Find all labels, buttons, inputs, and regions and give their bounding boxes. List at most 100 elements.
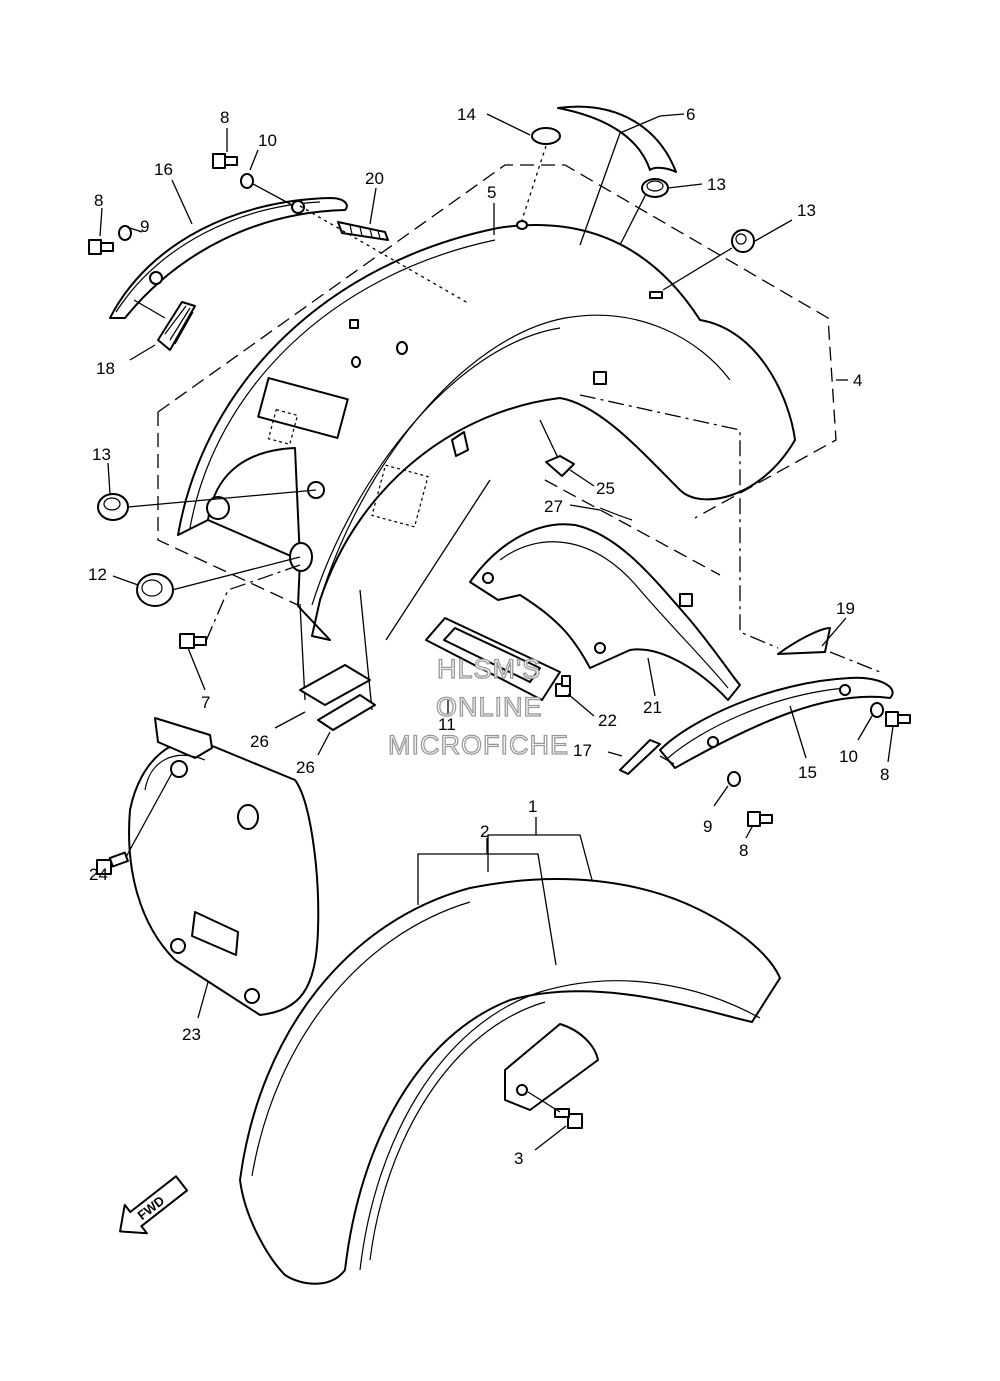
callout-10b: 10 [839,747,858,766]
leader-3 [534,1125,567,1151]
leader-8b [99,207,103,237]
bolt-part-8d[interactable] [747,811,773,827]
leader-26a [274,711,306,729]
callout-24: 24 [89,865,108,884]
grommet-part-13a[interactable] [641,178,669,198]
leader-26b [317,731,331,756]
grommet-part-13c[interactable] [97,493,129,521]
leader-9a [129,227,143,233]
callout-4: 4 [853,371,862,390]
callout-23: 23 [182,1025,201,1044]
callout-21: 21 [643,698,662,717]
bolt-part-8c[interactable] [885,711,911,727]
leader-19 [821,617,847,647]
leader-20 [369,187,377,225]
leader-13c [107,462,111,495]
fwd-direction-arrow: FWD [119,1175,189,1235]
side-rail-part-16[interactable] [109,197,348,319]
bolt-part-8a[interactable] [212,153,238,169]
leader-8c [887,725,894,763]
bolt-part-3[interactable] [554,1108,583,1129]
watermark: HLSM'S ONLINE MICROFICHE [387,653,569,760]
callout-8c: 8 [880,765,889,784]
leader-7 [187,647,206,691]
callout-13a: 13 [707,175,726,194]
callout-13c: 13 [92,445,111,464]
washer-part-10b[interactable] [870,702,884,718]
reflector-bracket-part-11[interactable] [425,617,561,701]
leader-27 [569,504,601,511]
callout-18: 18 [96,359,115,378]
callout-6: 6 [686,105,695,124]
callout-5: 5 [487,183,496,202]
leader-16 [171,179,193,225]
pad-part-18[interactable] [157,301,196,351]
callout-1: 1 [528,797,537,816]
leader-25 [569,469,595,487]
callout-7: 7 [201,693,210,712]
leader-2 [417,853,557,966]
callout-8a: 8 [220,108,229,127]
svg-text:MICROFICHE: MICROFICHE [388,730,569,760]
callout-26b: 26 [296,758,315,777]
callout-9a: 9 [140,217,149,236]
washer-part-10a[interactable] [240,173,254,189]
washer-part-14[interactable] [531,127,561,145]
leader-6 [579,113,685,246]
pad-part-19[interactable] [777,627,831,655]
inner-fender-part-21[interactable] [469,523,741,701]
leader-6b [619,189,649,246]
callout-12: 12 [88,565,107,584]
washer-part-9b[interactable] [727,771,741,787]
leader-14 [486,113,531,136]
leader-10a [249,149,259,171]
label-part-26[interactable] [299,664,376,731]
leader-15 [789,705,807,759]
front-fender-part[interactable] [239,878,781,1285]
nut-part-25[interactable] [545,455,575,477]
callout-15: 15 [798,763,817,782]
emblem-strip-part[interactable] [557,105,677,173]
bolt-part-24[interactable] [96,851,129,875]
callout-17: 17 [573,741,592,760]
callout-8b: 8 [94,191,103,210]
callout-16: 16 [154,160,173,179]
callout-26a: 26 [250,732,269,751]
callout-20: 20 [365,169,384,188]
pad-part-17[interactable] [619,739,661,775]
assembly-outline-4 [157,164,837,607]
leader-22 [567,693,595,717]
callout-8d: 8 [739,841,748,860]
rear-fender-part[interactable] [177,220,796,641]
leader-13a [667,183,703,189]
callout-13b: 13 [797,201,816,220]
leader-9b [713,785,729,807]
leader-1 [487,834,593,881]
leader-17 [607,751,623,757]
callout-2: 2 [480,822,489,841]
grommet-part-13b[interactable] [731,229,755,253]
grommet-part-12[interactable] [136,573,174,607]
svg-text:HLSM'S: HLSM'S [437,654,541,684]
bolt-part-7[interactable] [179,633,207,649]
leader-23 [197,981,209,1019]
side-rail-part-15[interactable] [659,676,894,769]
callout-22: 22 [598,711,617,730]
leader-8d [745,826,753,839]
callout-27: 27 [544,497,563,516]
clip-part-27[interactable] [599,507,633,521]
leader-21 [647,657,656,697]
callout-10a: 10 [258,131,277,150]
pad-part-20[interactable] [337,221,389,241]
leader-18 [129,344,156,361]
washer-part-9a[interactable] [118,225,132,241]
leader-10b [857,715,873,741]
callout-19: 19 [836,599,855,618]
cover-part-23[interactable] [128,717,320,1016]
callout-11: 11 [438,715,456,734]
callout-3: 3 [514,1149,523,1168]
bolt-part-8b[interactable] [88,239,114,255]
bolt-part-22[interactable] [555,675,571,697]
leader-13b [754,219,793,242]
